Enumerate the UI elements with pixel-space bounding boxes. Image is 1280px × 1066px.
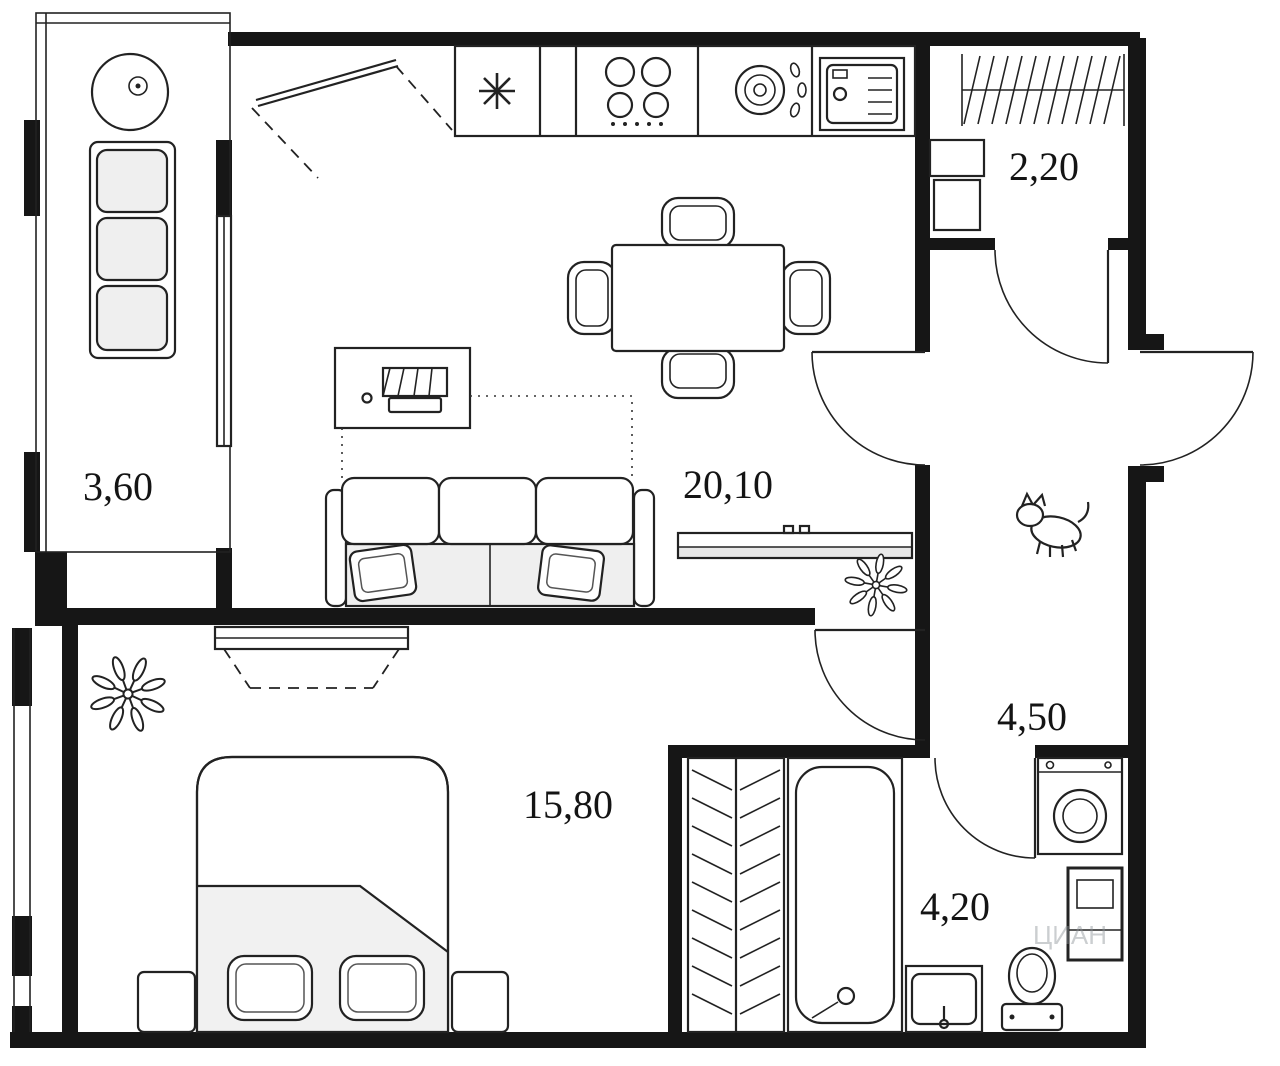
round-table (90, 52, 170, 132)
area-label-living: 20,10 (683, 462, 773, 507)
fridge-icon (479, 73, 515, 109)
bathroom-cabinet (1066, 866, 1124, 962)
bathtub (786, 756, 904, 1034)
nightstand-left (136, 970, 197, 1034)
mug-icon (361, 392, 373, 404)
stove-icon (604, 56, 672, 126)
laptop-icon (381, 366, 449, 414)
kitchen-sink-icon (818, 56, 906, 132)
living-room-door (811, 350, 926, 466)
balcony-door-open (251, 58, 453, 179)
windows (13, 12, 233, 1032)
area-label-balcony: 3,60 (83, 464, 153, 509)
toilet (1000, 946, 1064, 1032)
pillow (338, 954, 426, 1022)
kitchen (453, 44, 986, 232)
watermark: ЦИАН (1033, 920, 1107, 950)
desk (333, 346, 472, 430)
pillow (226, 954, 314, 1022)
balcony-furniture (88, 52, 177, 360)
plant-bedroom (79, 645, 177, 743)
wardrobe-rail (961, 54, 1125, 126)
area-label-bathroom: 4,20 (920, 884, 990, 929)
plant-living (843, 552, 909, 618)
sofa (324, 476, 656, 608)
tv-console (676, 524, 914, 560)
kitchen-counter (453, 44, 917, 138)
sofa-pillow (348, 543, 418, 603)
sofa-arm-right (632, 488, 656, 608)
washing-machine (1036, 756, 1124, 856)
sofa-pillow (536, 544, 606, 602)
linen-shelving (686, 756, 786, 1034)
bedroom-door (814, 628, 926, 741)
dish-rack-icon (734, 62, 807, 118)
dining-table (610, 243, 786, 353)
dog-icon (1015, 491, 1090, 558)
area-label-hallway: 4,50 (997, 694, 1067, 739)
area-label-wardrobe: 2,20 (1009, 144, 1079, 189)
doors (251, 58, 1254, 859)
dining-set (566, 196, 832, 400)
chair-bottom (660, 346, 736, 400)
bed (195, 755, 450, 1034)
area-label-bedroom: 15,80 (523, 782, 613, 827)
entrance-door (1139, 350, 1254, 466)
bathroom-sink (904, 964, 984, 1034)
bedroom-wardrobe-projection (213, 625, 410, 689)
nightstand-right (450, 970, 510, 1034)
closet-door (994, 249, 1110, 364)
walls (10, 32, 1164, 1048)
cable-guides (341, 395, 633, 478)
bathroom-door (934, 757, 1037, 859)
kitchen-cabinet (928, 138, 986, 232)
